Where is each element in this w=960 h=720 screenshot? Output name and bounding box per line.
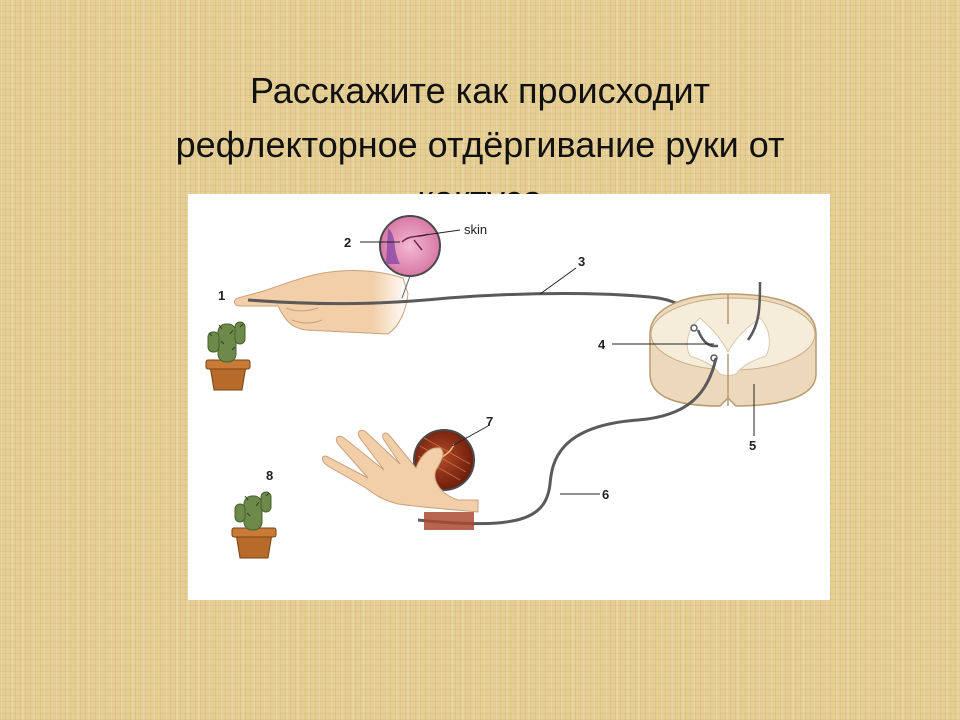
- title-line-1: Расскажите как происходит: [249, 70, 711, 111]
- title-line-2: рефлекторное отдёргивание руки от: [175, 124, 785, 165]
- reflex-arc-diagram: skin: [188, 194, 830, 600]
- sensory-neuron-path: [247, 292, 700, 331]
- cactus-top: [205, 321, 251, 391]
- spinal-cord-section: [649, 281, 817, 407]
- label-8: 8: [266, 468, 273, 483]
- slide-title: Расскажите как происходит рефлекторное о…: [60, 64, 900, 226]
- leader-lines: [539, 267, 755, 495]
- label-1: 1: [218, 288, 225, 303]
- label-4: 4: [598, 337, 606, 352]
- skin-receptor-inset: skin: [360, 215, 487, 277]
- reflex-arc-illustration: skin: [205, 215, 817, 559]
- label-5: 5: [749, 438, 756, 453]
- label-3: 3: [578, 254, 585, 269]
- label-7: 7: [486, 414, 493, 429]
- label-skin: skin: [464, 222, 487, 237]
- label-2: 2: [344, 235, 351, 250]
- hand-withdrawn: [321, 429, 479, 530]
- motor-neuron-path: [417, 357, 718, 526]
- label-6: 6: [602, 487, 609, 502]
- cactus-bottom: [231, 491, 277, 559]
